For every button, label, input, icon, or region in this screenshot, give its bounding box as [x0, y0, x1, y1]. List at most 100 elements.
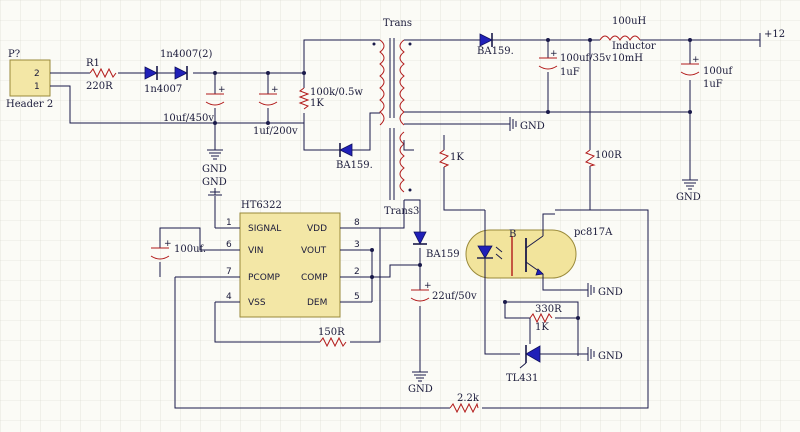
cap-out-1-value-2: 1uF [560, 67, 580, 78]
svg-text:+: + [424, 281, 432, 291]
ic-pin-vss: VSS [248, 298, 266, 308]
gnd-label-tl431: GND [598, 351, 623, 362]
ic-pin-num-3: 3 [354, 240, 360, 250]
capacitor-aux[interactable]: + [410, 281, 432, 302]
rail-label: +12 [764, 29, 785, 40]
ground-symbol-aux [412, 371, 428, 382]
ic-pin-num-5: 5 [354, 292, 360, 302]
resistor-330r[interactable] [529, 312, 553, 324]
tl431-shunt[interactable] [519, 345, 588, 369]
transformer-top-label: Trans [383, 18, 412, 29]
header-pin-1: 1 [34, 82, 40, 92]
feedback-divider-wires [504, 301, 579, 356]
ic-ht6322[interactable] [175, 212, 372, 318]
capacitor-bulk-2[interactable]: + [258, 85, 279, 106]
inductor-value-2: 10mH [612, 53, 643, 64]
capacitor-output-2[interactable]: + [680, 55, 700, 76]
ic-pin-signal: SIGNAL [248, 224, 281, 234]
r-2k2-value: 2.2k [457, 393, 480, 404]
inductor[interactable] [599, 35, 641, 41]
diode-output[interactable] [479, 33, 493, 47]
header-ref: P? [8, 49, 20, 60]
transformer-aux[interactable] [389, 128, 412, 200]
inductor-name: Inductor [612, 41, 656, 52]
ground-symbol-output [682, 179, 698, 190]
snubber-value-2: 1K [310, 98, 324, 109]
ic-pin-comp: COMP [301, 273, 328, 283]
ground-symbol-opto [587, 283, 595, 297]
ic-pin-num-4: 4 [226, 292, 232, 302]
diode-1n4007[interactable] [144, 66, 175, 80]
ic-pin-dem: DEM [307, 298, 327, 308]
r-1k-opto-value: 1K [450, 152, 464, 163]
wires-input [50, 39, 380, 151]
r1-value: 220R [86, 81, 113, 92]
diode-aux[interactable] [413, 231, 427, 245]
inductor-value: 100uH [612, 16, 647, 27]
gnd-label-secondary: GND [520, 121, 545, 132]
diode-1n4007-2[interactable] [174, 66, 188, 80]
opto-name: pc817A [574, 227, 613, 238]
header-pin-2: 2 [34, 69, 40, 79]
capacitor-bulk-1[interactable]: + [205, 85, 226, 106]
gnd-label-bulk: GND [202, 164, 227, 175]
ground-symbol-ic [208, 188, 222, 196]
cap-aux-value: 22uf/50v [432, 291, 477, 302]
resistor-1k-opto[interactable] [438, 149, 450, 168]
resistor-150r[interactable] [319, 336, 347, 348]
cap-bulk-2-value: 1uf/200v [253, 126, 298, 137]
cap-bulk-1-value: 10uf/450v [163, 113, 214, 124]
r-100r-value: 100R [595, 150, 622, 161]
diode-1n4007-label: 1n4007 [144, 84, 182, 95]
capacitor-output-1[interactable]: + [538, 49, 558, 70]
snubber-value-1: 100k/0.5w [310, 87, 363, 98]
diode-1n4007-2-label: 1n4007(2) [160, 49, 213, 60]
ground-symbol-secondary [509, 117, 517, 131]
ic-pin-num-7: 7 [226, 267, 232, 277]
header-name: Header 2 [6, 99, 53, 110]
diode-clamp-label: BA159. [336, 160, 373, 171]
diode-output-label: BA159. [477, 46, 514, 57]
wires-ic [159, 196, 649, 409]
r-330-value-1: 330R [535, 304, 562, 315]
diode-aux-label: BA159 [426, 249, 460, 260]
transformer[interactable] [372, 38, 412, 126]
ic-pin-num-2: 2 [354, 267, 360, 277]
svg-text:+: + [164, 239, 172, 249]
svg-text:+: + [271, 85, 279, 95]
gnd-label-output: GND [676, 192, 701, 203]
header-connector[interactable]: 2 1 [9, 59, 51, 97]
cap-out-1-value-1: 100uf/35v [560, 53, 611, 64]
opto-pin-label: B [509, 229, 516, 240]
ic-pin-vout: VOUT [301, 246, 327, 256]
ic-pin-num-1: 1 [226, 218, 232, 228]
svg-text:+: + [218, 85, 226, 95]
cap-out-2-value-2: 1uF [703, 79, 723, 90]
ic-pin-vdd: VDD [307, 224, 327, 234]
ic-pin-num-8: 8 [354, 218, 360, 228]
gnd-label-opto: GND [598, 287, 623, 298]
tl431-label: TL431 [506, 373, 538, 384]
ic-ref: HT6322 [241, 200, 282, 211]
cap-out-2-value-1: 100uf [703, 66, 734, 77]
diode-clamp[interactable] [339, 143, 353, 157]
ic-pin-num-6: 6 [226, 240, 232, 250]
resistor-100r[interactable] [584, 149, 596, 167]
gnd-label-ic: GND [202, 177, 227, 188]
r1-ref: R1 [86, 58, 100, 69]
ground-symbol-bulk [207, 149, 223, 160]
ground-symbol-tl431 [587, 347, 595, 361]
capacitor-vin[interactable]: + [150, 239, 172, 260]
svg-text:+: + [550, 49, 558, 59]
resistor-snubber[interactable] [298, 87, 310, 110]
optocoupler[interactable] [465, 210, 588, 355]
r-330-value-2: 1K [535, 322, 549, 333]
r-150r-value: 150R [318, 327, 345, 338]
gnd-label-aux: GND [408, 384, 433, 395]
svg-text:+: + [692, 55, 700, 65]
junction-dots [213, 38, 692, 320]
resistor-r1[interactable] [89, 67, 117, 79]
ic-pin-pcomp: PCOMP [248, 273, 281, 283]
resistor-2k2[interactable] [449, 402, 479, 414]
